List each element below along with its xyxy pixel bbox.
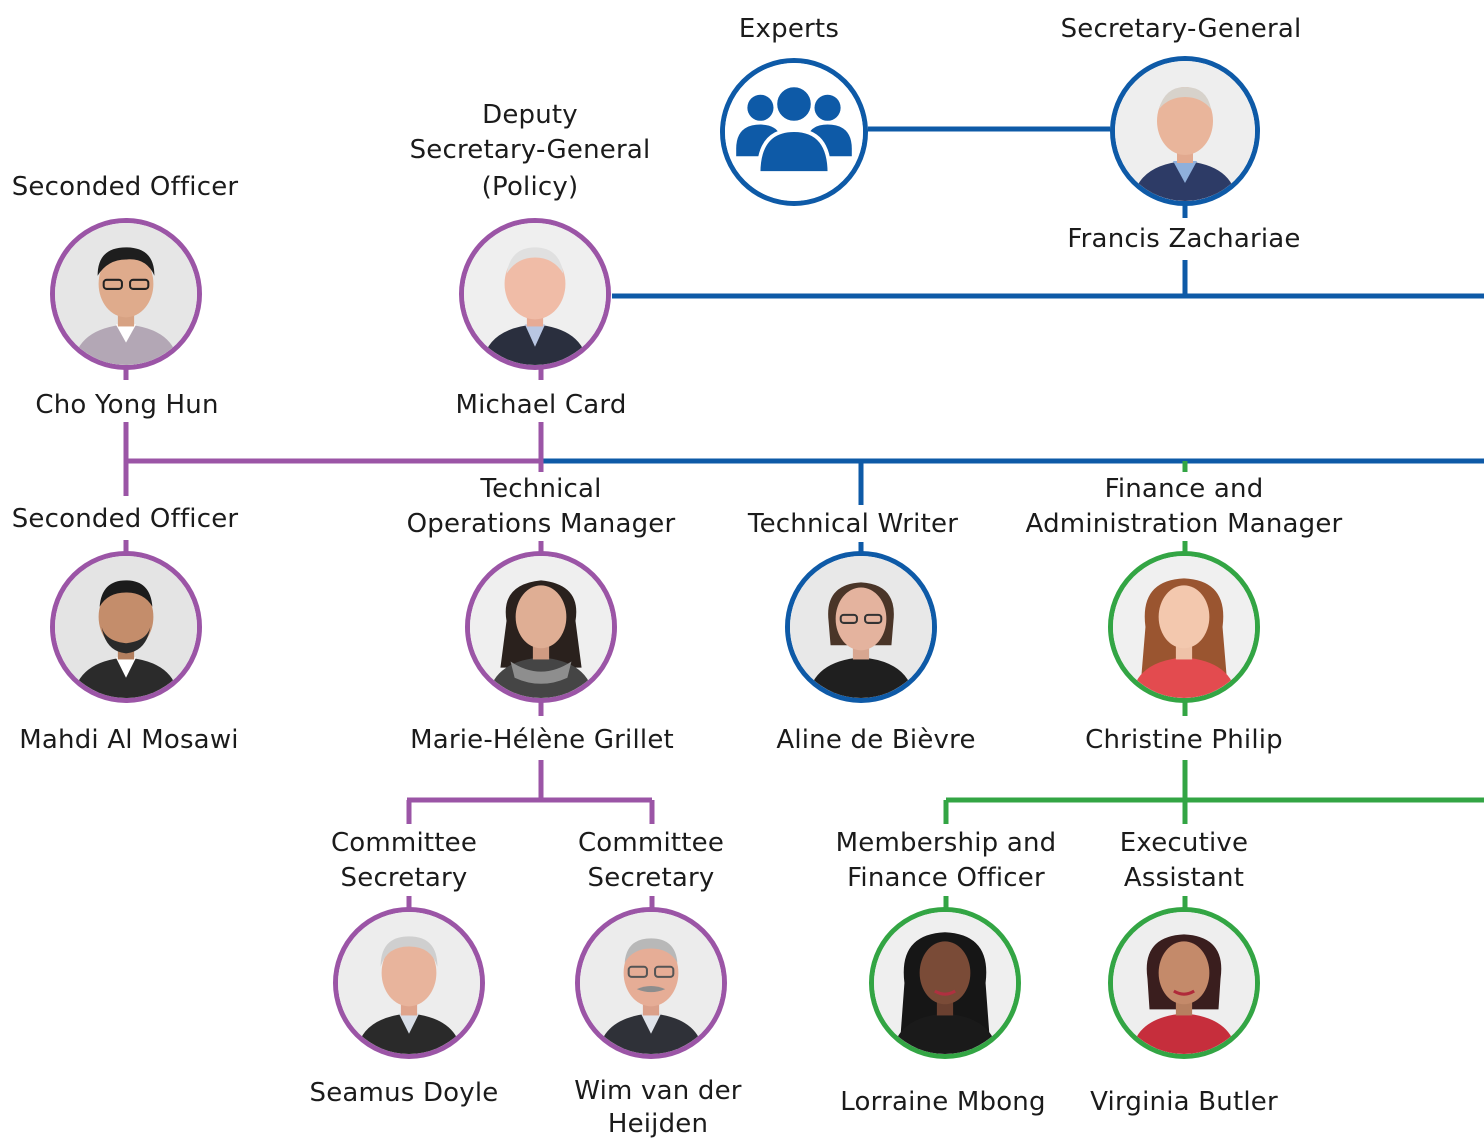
seconded-officer-2-name: Mahdi Al Mosawi (19, 725, 239, 755)
group-icon (725, 63, 863, 201)
tech-ops-title-line2: Operations Manager (406, 509, 676, 539)
portrait-icon (470, 556, 612, 698)
portrait-icon (874, 912, 1016, 1054)
exec-assistant-title-line2: Assistant (1123, 863, 1245, 893)
avatar-cho-yong-hun (50, 218, 202, 370)
avatar-francis-zachariae (1110, 56, 1260, 206)
finance-admin-title-line2: Administration Manager (1025, 509, 1343, 539)
committee-1-name: Seamus Doyle (309, 1078, 499, 1108)
avatar-mahdi-al-mosawi (50, 551, 202, 703)
portrait-icon (1115, 61, 1255, 201)
tech-ops-name: Marie-Hélène Grillet (410, 725, 674, 755)
experts-label: Experts (738, 14, 840, 44)
seconded-officer-1-title: Seconded Officer (11, 172, 239, 202)
committee-2-name-line2: Heijden (607, 1109, 709, 1139)
tech-writer-name: Aline de Bièvre (776, 725, 976, 755)
deputy-title-line3: (Policy) (481, 172, 579, 202)
avatar-marie-helene-grillet (465, 551, 617, 703)
portrait-icon (338, 912, 480, 1054)
membership-name: Lorraine Mbong (840, 1087, 1046, 1117)
committee-1-title-line2: Secretary (340, 863, 468, 893)
portrait-icon (55, 223, 197, 365)
avatar-wim-van-der-heijden (575, 907, 727, 1059)
portrait-icon (1113, 912, 1255, 1054)
deputy-title-line1: Deputy (482, 100, 578, 130)
portrait-icon (580, 912, 722, 1054)
finance-admin-title-line1: Finance and (1104, 474, 1264, 504)
avatar-christine-philip (1108, 551, 1260, 703)
avatar-michael-card (459, 218, 611, 370)
avatar-lorraine-mbong (869, 907, 1021, 1059)
avatar-virginia-butler (1108, 907, 1260, 1059)
deputy-name: Michael Card (455, 390, 627, 420)
tech-writer-title: Technical Writer (747, 509, 959, 539)
portrait-icon (1113, 556, 1255, 698)
portrait-icon (55, 556, 197, 698)
seconded-officer-2-title: Seconded Officer (11, 504, 239, 534)
exec-assistant-name: Virginia Butler (1090, 1087, 1278, 1117)
membership-title-line2: Finance Officer (847, 863, 1045, 893)
committee-1-title-line1: Committee (330, 828, 478, 858)
avatar-aline-de-bievre (785, 551, 937, 703)
avatar-seamus-doyle (333, 907, 485, 1059)
committee-2-name-line1: Wim van der (574, 1076, 742, 1106)
committee-2-title-line1: Committee (577, 828, 725, 858)
experts-group-icon (720, 58, 868, 206)
portrait-icon (790, 556, 932, 698)
membership-title-line1: Membership and (835, 828, 1057, 858)
secretary-general-title: Secretary-General (1060, 14, 1302, 44)
committee-2-title-line2: Secretary (587, 863, 715, 893)
seconded-officer-1-name: Cho Yong Hun (35, 390, 219, 420)
deputy-title-line2: Secretary-General (409, 135, 651, 165)
tech-ops-title-line1: Technical (480, 474, 602, 504)
finance-admin-name: Christine Philip (1085, 725, 1283, 755)
portrait-icon (464, 223, 606, 365)
secretary-general-name: Francis Zachariae (1067, 224, 1301, 254)
exec-assistant-title-line1: Executive (1119, 828, 1249, 858)
